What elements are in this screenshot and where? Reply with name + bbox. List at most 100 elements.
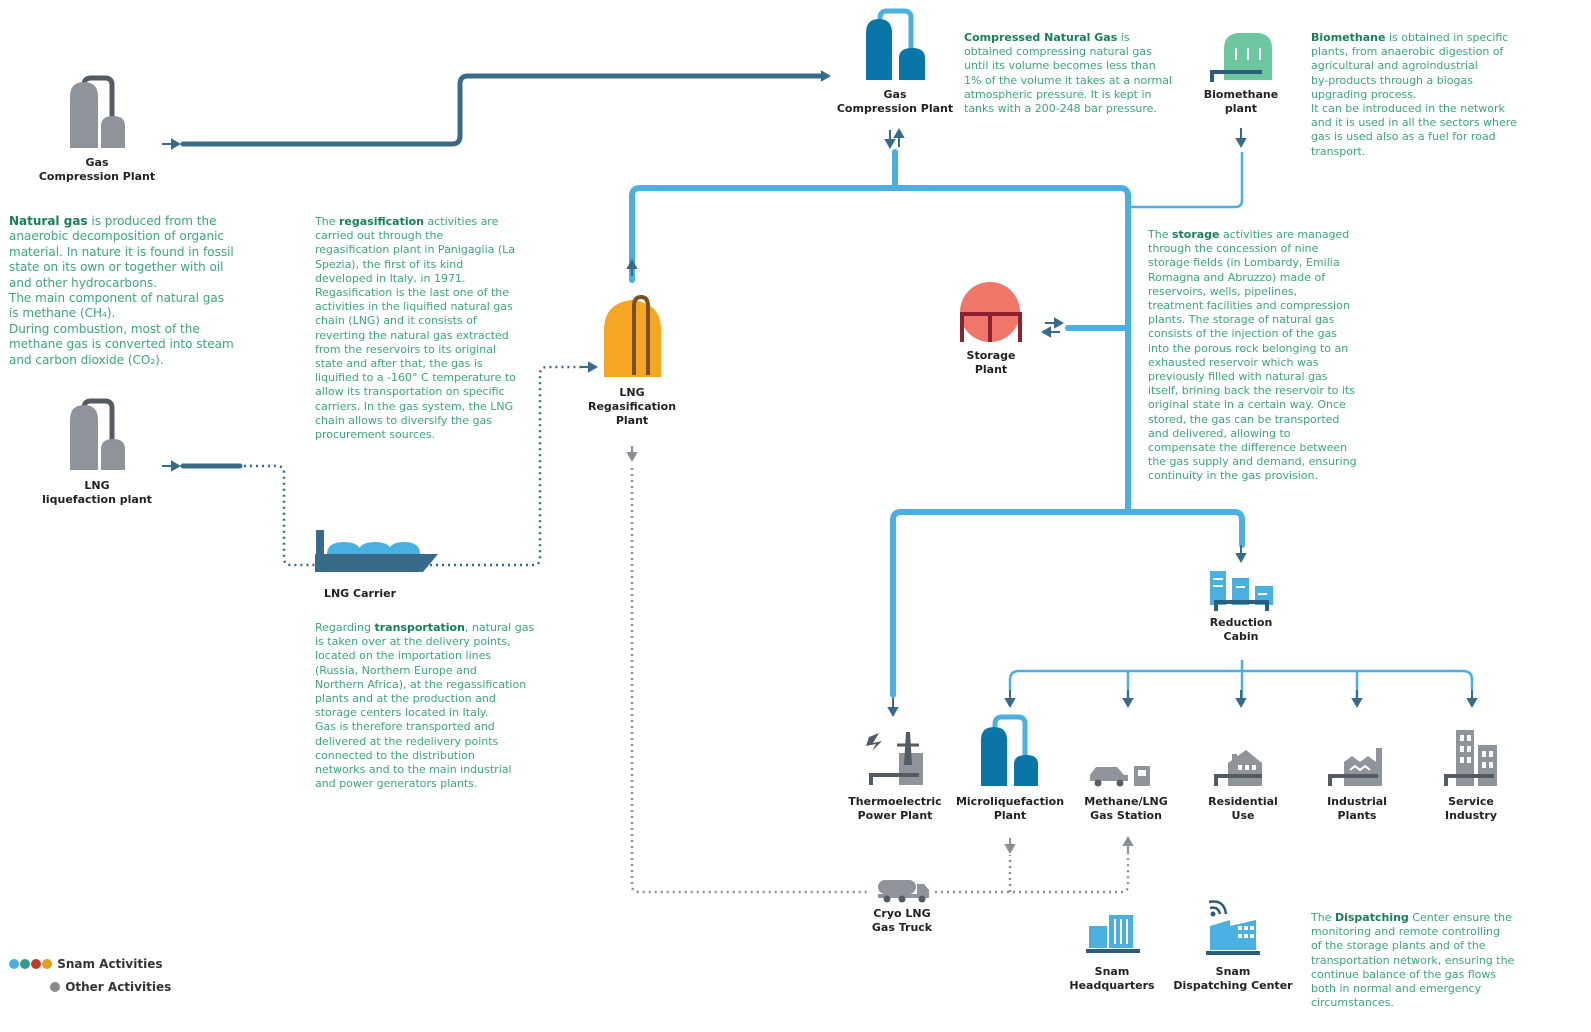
- description-text: Center ensure the: [1408, 911, 1512, 924]
- description-line: and power generators plants.: [315, 777, 545, 791]
- description-line: and other hydrocarbons.: [9, 276, 259, 291]
- description-line: continue balance of the gas flows: [1311, 968, 1541, 982]
- description-text: allow its transportation on specific: [315, 385, 505, 399]
- pipe-compression-import: [180, 73, 823, 147]
- lng-liquefaction-label: LNG liquefaction plant: [37, 479, 157, 507]
- label-line: Plant: [993, 809, 1027, 822]
- description-line: is taken over at the delivery points,: [315, 635, 545, 649]
- legend-dot-teal-icon: [20, 959, 30, 969]
- description-text: state on its own or together with oil: [9, 260, 224, 275]
- dispatching-label: Snam Dispatching Center: [1163, 965, 1303, 993]
- description-text: is produced from the: [87, 214, 217, 228]
- label-line: Biomethane: [1203, 88, 1279, 101]
- description-text: storage fields (in Lombardy, Emilia: [1148, 256, 1340, 270]
- house-icon: [1214, 750, 1262, 786]
- description-line: state and after that, the gas is: [315, 357, 545, 371]
- description-line: continuity in the gas provision.: [1148, 469, 1368, 483]
- arrow-icon: [1040, 317, 1065, 338]
- description-line: It can be introduced in the network: [1311, 102, 1531, 116]
- description-text: gas is used also as a fuel for road: [1311, 130, 1496, 144]
- description-text: , natural gas: [464, 621, 535, 634]
- description-line: transportation network, ensuring the: [1311, 954, 1541, 968]
- dispatching-icon: [1206, 900, 1260, 955]
- city-icon: [1210, 571, 1273, 611]
- description-text: both in normal and emergency: [1311, 982, 1482, 996]
- cryo-truck-label: Cryo LNG Gas Truck: [842, 907, 962, 935]
- description-keyword: Natural gas: [9, 214, 88, 228]
- arrow-icon: [884, 127, 905, 150]
- description-line: Northern Africa), at the regassification: [315, 678, 545, 692]
- arrow-icon: [1351, 690, 1363, 709]
- description-text: from the reservoirs to its original: [315, 342, 497, 356]
- description-line: agricultural and agroindustrial: [1311, 59, 1531, 73]
- description-line: stored, the gas can be transported: [1148, 413, 1368, 427]
- description-line: storage centers located in Italy.: [315, 706, 545, 720]
- flow-arrows: [162, 70, 1478, 718]
- description-text: treatment facilities and compression: [1148, 299, 1350, 313]
- description-text: the gas supply and demand, ensuring: [1148, 455, 1357, 469]
- label-line: LNG: [619, 386, 645, 399]
- truck-dotted-routes: [630, 468, 1130, 894]
- description-text: circumstances.: [1311, 996, 1394, 1010]
- legend-dot-red-icon: [31, 959, 41, 969]
- description-line: from the reservoirs to its original: [315, 343, 545, 357]
- regasification-tank-icon: [604, 294, 661, 377]
- microliquefaction-label: Microliquefaction Plant: [950, 795, 1070, 823]
- biogas-tank-icon: [1210, 33, 1272, 82]
- label-line: Headquarters: [1069, 979, 1155, 992]
- description-text: procurement sources.: [315, 428, 436, 442]
- label-line: Gas Truck: [871, 921, 933, 934]
- lng-regasification-label: LNG Regasification Plant: [572, 386, 692, 428]
- description-text: tanks with a 200-248 bar pressure.: [964, 102, 1157, 116]
- biomethane-label: Biomethane plant: [1181, 88, 1301, 116]
- arrow-icon: [1004, 690, 1016, 709]
- car-icon: [1090, 766, 1150, 787]
- label-line: plant: [1224, 102, 1258, 115]
- main-network-pipelines: [629, 149, 1245, 698]
- description-text: delivered at the redelivery points: [315, 734, 499, 748]
- route-liquefaction-carrier: [244, 464, 318, 567]
- description-line: and delivered, allowing to: [1148, 427, 1368, 441]
- arrow-icon: [1004, 838, 1016, 855]
- description-text: (Russia, Northern Europe and: [315, 663, 477, 677]
- description-line: The regasification activities are: [315, 215, 545, 229]
- description-text: connected to the distribution: [315, 748, 475, 762]
- label-line: Compression Plant: [836, 102, 954, 115]
- arrow-icon: [626, 258, 638, 276]
- legend-dot-orange-icon: [42, 959, 52, 969]
- label-line: Compression Plant: [38, 170, 156, 183]
- description-text: located on the importation lines: [315, 649, 492, 663]
- description-line: carried out through the: [315, 229, 545, 243]
- label-line: Industry: [1444, 809, 1498, 822]
- label-line: Dispatching Center: [1173, 979, 1293, 992]
- description-text: transport.: [1311, 144, 1366, 158]
- description-line: original state in a certain way. Once: [1148, 398, 1368, 412]
- legend-dot-blue-icon: [9, 959, 19, 969]
- description-text: exhausted reservoir which was: [1148, 355, 1319, 369]
- description-line: connected to the distribution: [315, 749, 545, 763]
- description-text: The main component of natural gas: [9, 291, 224, 306]
- description-text: and it is used in all the sectors where: [1311, 116, 1517, 130]
- pipe-biomethane: [1128, 152, 1244, 209]
- description-line: networks and to the main industrial: [315, 763, 545, 777]
- description-line: of the storage plants and of the: [1311, 939, 1541, 953]
- label-line: Use: [1231, 809, 1255, 822]
- description-line: storage fields (in Lombardy, Emilia: [1148, 256, 1368, 270]
- description-text: Romagna and Abruzzo) made of: [1148, 270, 1326, 284]
- description-line: Compressed Natural Gas is: [964, 31, 1184, 45]
- arrow-icon: [1122, 690, 1134, 709]
- description-text: continue balance of the gas flows: [1311, 967, 1497, 981]
- label-line: Gas: [85, 156, 109, 169]
- label-line: Thermoelectric: [848, 795, 942, 808]
- description-text: atmospheric pressure. It is kept in: [964, 87, 1152, 101]
- arrow-icon: [1235, 128, 1247, 149]
- description-line: allow its transportation on specific: [315, 385, 545, 399]
- description-line: exhausted reservoir which was: [1148, 356, 1368, 370]
- description-text: until its volume becomes less than: [964, 59, 1156, 73]
- description-line: by-products through a biogas: [1311, 74, 1531, 88]
- description-line: delivered at the redelivery points: [315, 735, 545, 749]
- description-line: both in normal and emergency: [1311, 982, 1541, 996]
